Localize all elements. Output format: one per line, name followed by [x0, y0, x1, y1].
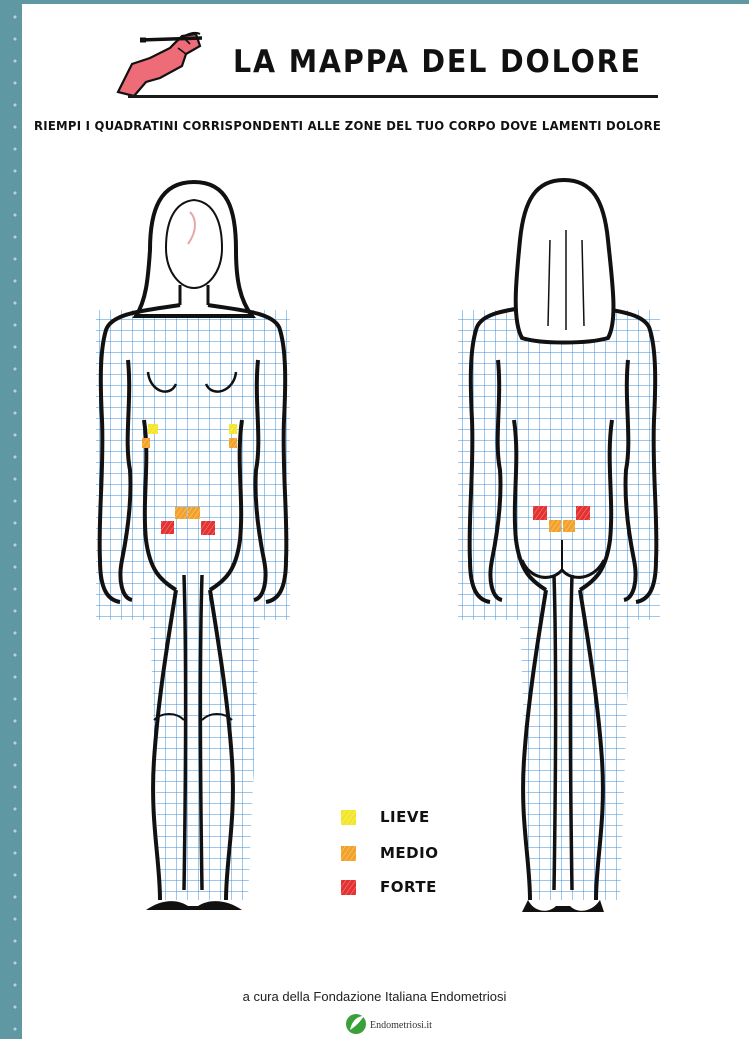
legend-swatch-forte: [341, 880, 356, 895]
title-underline: [128, 95, 658, 98]
legend-label-lieve: LIEVE: [380, 808, 430, 826]
credit-text: a cura della Fondazione Italiana Endomet…: [0, 989, 749, 1004]
instruction-text: RIEMPI I QUADRATINI CORRISPONDENTI ALLE …: [34, 118, 685, 133]
legend-swatch-medio: [341, 846, 356, 861]
body-front-figure: [96, 182, 290, 910]
body-back-figure: [458, 180, 660, 912]
legend-swatch-lieve: [341, 810, 356, 825]
legend-label-forte: FORTE: [380, 878, 437, 896]
page-title: LA MAPPA DEL DOLORE: [233, 44, 642, 80]
legend-label-medio: MEDIO: [380, 844, 438, 862]
logo-text: Endometriosi.it: [370, 1020, 432, 1031]
leaf-logo-icon: [346, 1014, 366, 1034]
hand-with-pen-icon: [118, 33, 202, 96]
